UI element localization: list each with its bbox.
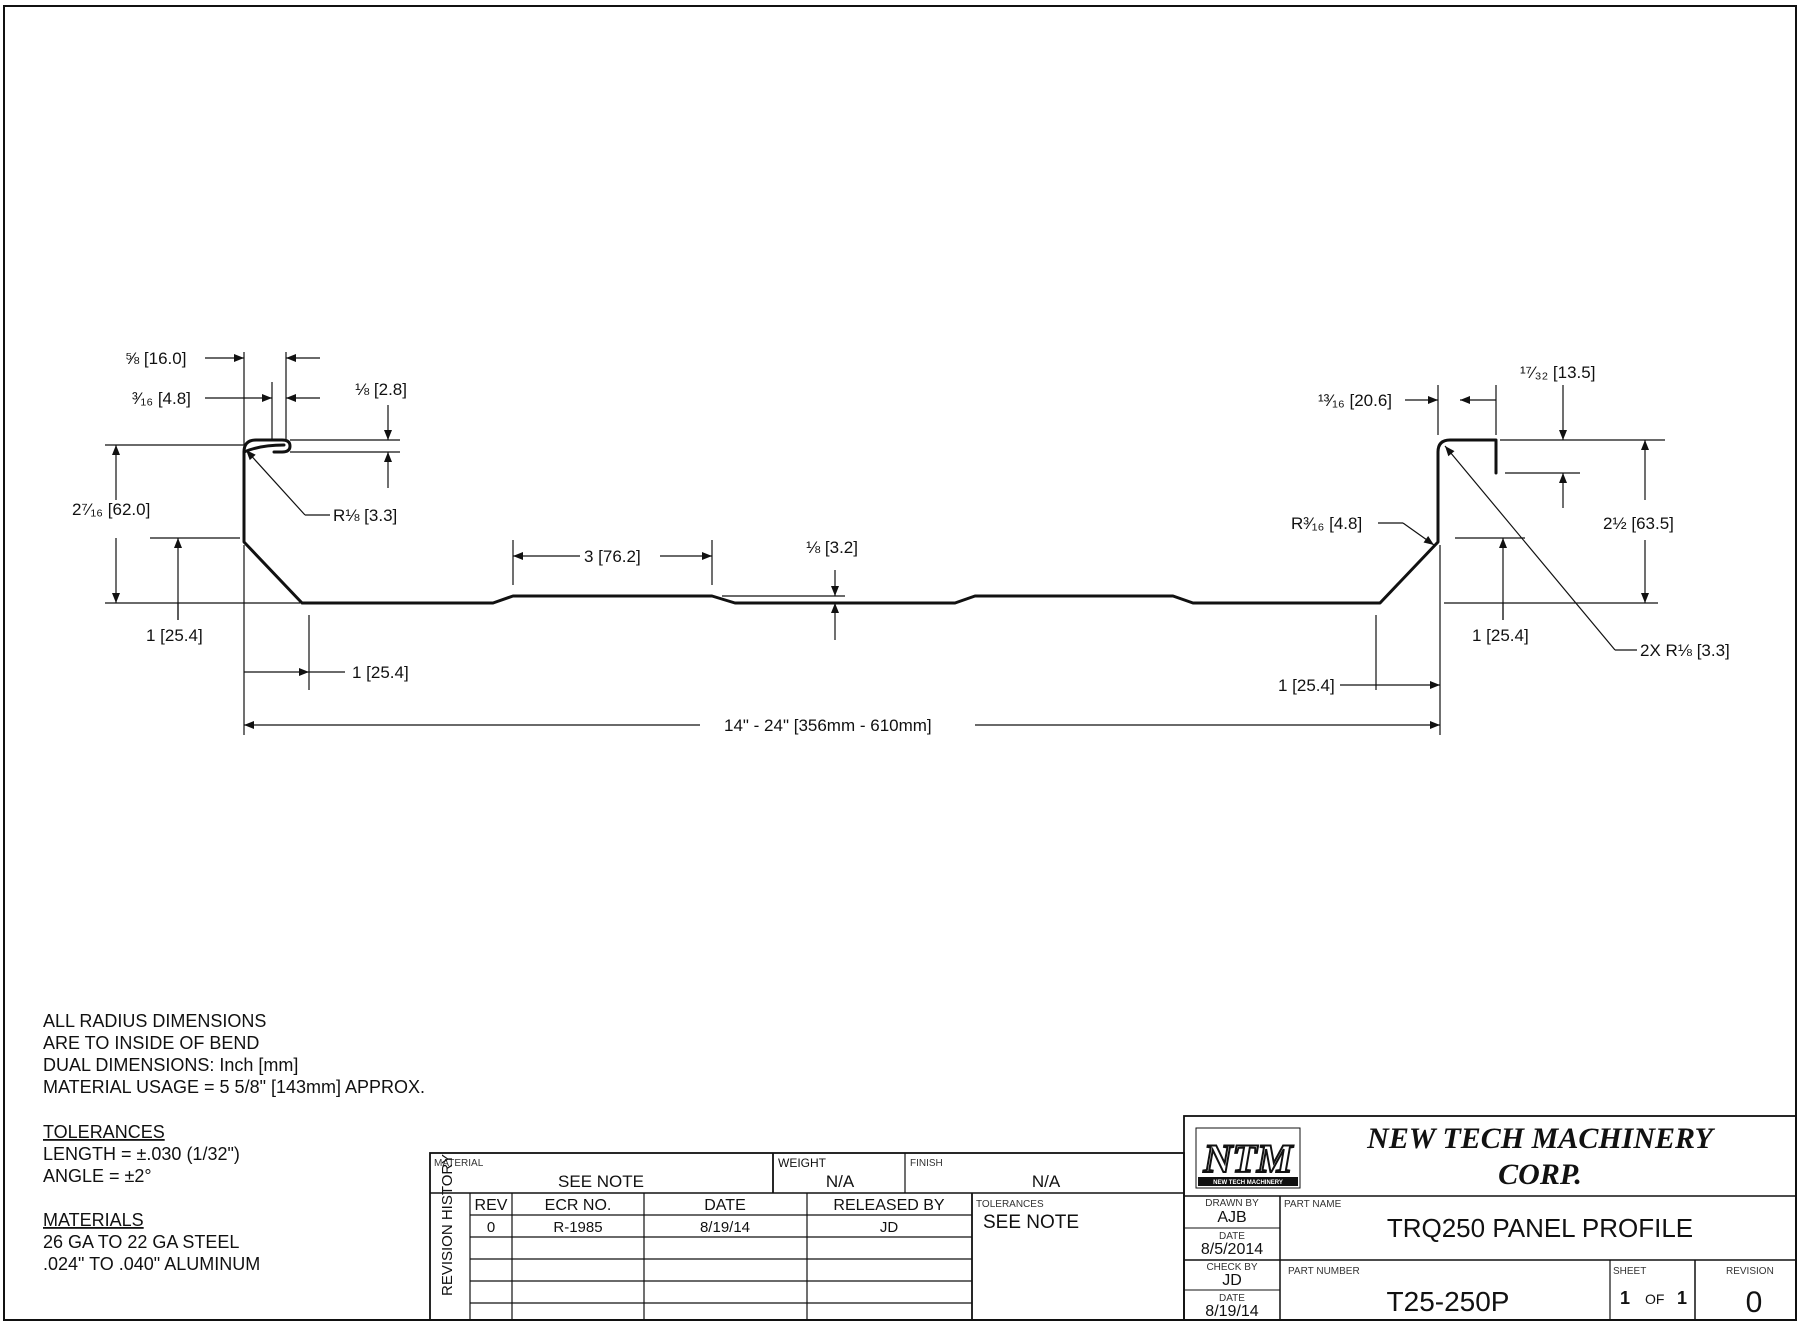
material-aluminum: .024" TO .040" ALUMINUM [43, 1254, 260, 1274]
part-number: T25-250P [1387, 1286, 1510, 1317]
tolerance-angle: ANGLE = ±2° [43, 1166, 152, 1186]
tolerances-value: SEE NOTE [983, 1212, 1079, 1233]
dim-radius-right: R³⁄₁₆ [4.8] [1291, 514, 1362, 533]
dim-13-16: ¹³⁄₁₆ [20.6] [1318, 391, 1392, 410]
dim-2x-radius: 2X R⅛ [3.3] [1640, 641, 1730, 660]
part-name: TRQ250 PANEL PROFILE [1387, 1213, 1693, 1243]
tolerances-heading: TOLERANCES [43, 1122, 165, 1142]
dim-1-right-vertical: 1 [25.4] [1472, 626, 1529, 645]
logo-text: NTM [1203, 1136, 1294, 1181]
released-by-cell: JD [880, 1219, 899, 1236]
dim-1-8-rib: ⅛ [3.2] [806, 538, 858, 557]
date-cell: 8/19/14 [700, 1219, 750, 1236]
note-line: DUAL DIMENSIONS: Inch [mm] [43, 1055, 298, 1075]
dim-1-right-horizontal: 1 [25.4] [1278, 676, 1335, 695]
rev-cell: 0 [487, 1219, 495, 1236]
drawn-by-value: AJB [1217, 1209, 1246, 1226]
drawn-date-value: 8/5/2014 [1201, 1241, 1263, 1258]
weight-label: WEIGHT [778, 1156, 827, 1170]
dim-height-right: 2½ [63.5] [1603, 514, 1674, 533]
dim-radius-left: R⅛ [3.3] [333, 506, 397, 525]
sheet-total: 1 [1677, 1288, 1687, 1308]
dimension-labels: ⅝ [16.0] ³⁄₁₆ [4.8] ⅛ [2.8] 2⁷⁄₁₆ [62.0]… [72, 349, 1730, 735]
rev-header: REV [475, 1197, 508, 1214]
tolerance-length: LENGTH = ±.030 (1/32") [43, 1144, 240, 1164]
dim-5-8: ⅝ [16.0] [125, 349, 186, 368]
ecr-cell: R-1985 [553, 1219, 602, 1236]
company-name-line1: NEW TECH MACHINERY [1366, 1122, 1715, 1155]
general-notes: ALL RADIUS DIMENSIONS ARE TO INSIDE OF B… [43, 1011, 425, 1274]
company-name-line2: CORP. [1498, 1158, 1582, 1191]
note-line: MATERIAL USAGE = 5 5/8" [143mm] APPROX. [43, 1077, 425, 1097]
title-block-text: MATERIAL SEE NOTE WEIGHT N/A FINISH N/A … [434, 1122, 1774, 1320]
sheet-label: SHEET [1613, 1266, 1646, 1277]
tolerances-label: TOLERANCES [976, 1199, 1044, 1210]
material-value: SEE NOTE [558, 1172, 644, 1191]
materials-heading: MATERIALS [43, 1210, 144, 1230]
dim-1-left-horizontal: 1 [25.4] [352, 663, 409, 682]
dim-1-8-hem: ⅛ [2.8] [355, 380, 407, 399]
sheet-of: OF [1645, 1291, 1664, 1307]
dimension-lines [105, 352, 1665, 735]
date-header: DATE [704, 1197, 745, 1214]
check-date-value: 8/19/14 [1205, 1303, 1258, 1320]
check-by-value: JD [1222, 1272, 1242, 1289]
ntm-logo: NTM NEW TECH MACHINERY [1195, 1127, 1301, 1189]
part-number-label: PART NUMBER [1288, 1266, 1360, 1277]
check-date-label: DATE [1219, 1293, 1245, 1304]
material-steel: 26 GA TO 22 GA STEEL [43, 1232, 239, 1252]
released-by-header: RELEASED BY [833, 1197, 944, 1214]
material-label: MATERIAL [434, 1158, 484, 1169]
dim-17-32: ¹⁷⁄₃₂ [13.5] [1520, 363, 1595, 382]
left-hem [242, 438, 292, 454]
ecr-header: ECR NO. [545, 1197, 612, 1214]
logo-subtext: NEW TECH MACHINERY [1213, 1180, 1283, 1186]
note-line: ARE TO INSIDE OF BEND [43, 1033, 259, 1053]
note-line: ALL RADIUS DIMENSIONS [43, 1011, 266, 1031]
dim-height-left: 2⁷⁄₁₆ [62.0] [72, 500, 150, 519]
finish-label: FINISH [910, 1158, 943, 1169]
drawn-date-label: DATE [1219, 1231, 1245, 1242]
part-name-label: PART NAME [1284, 1199, 1342, 1210]
dim-3-flat: 3 [76.2] [584, 547, 641, 566]
revision-value: 0 [1746, 1286, 1763, 1319]
revision-history-label: REVISION HISTORY [439, 1154, 456, 1296]
panel-profile [242, 438, 1498, 605]
drawn-by-label: DRAWN BY [1205, 1198, 1259, 1209]
check-by-label: CHECK BY [1206, 1262, 1257, 1273]
dim-overall-width: 14" - 24" [356mm - 610mm] [724, 716, 932, 735]
sheet-number: 1 [1620, 1288, 1630, 1308]
dim-3-16: ³⁄₁₆ [4.8] [132, 389, 191, 408]
revision-label: REVISION [1726, 1266, 1774, 1277]
title-block [429, 1115, 1797, 1321]
dim-1-left-vertical: 1 [25.4] [146, 626, 203, 645]
finish-value: N/A [1032, 1172, 1061, 1191]
weight-value: N/A [826, 1172, 855, 1191]
